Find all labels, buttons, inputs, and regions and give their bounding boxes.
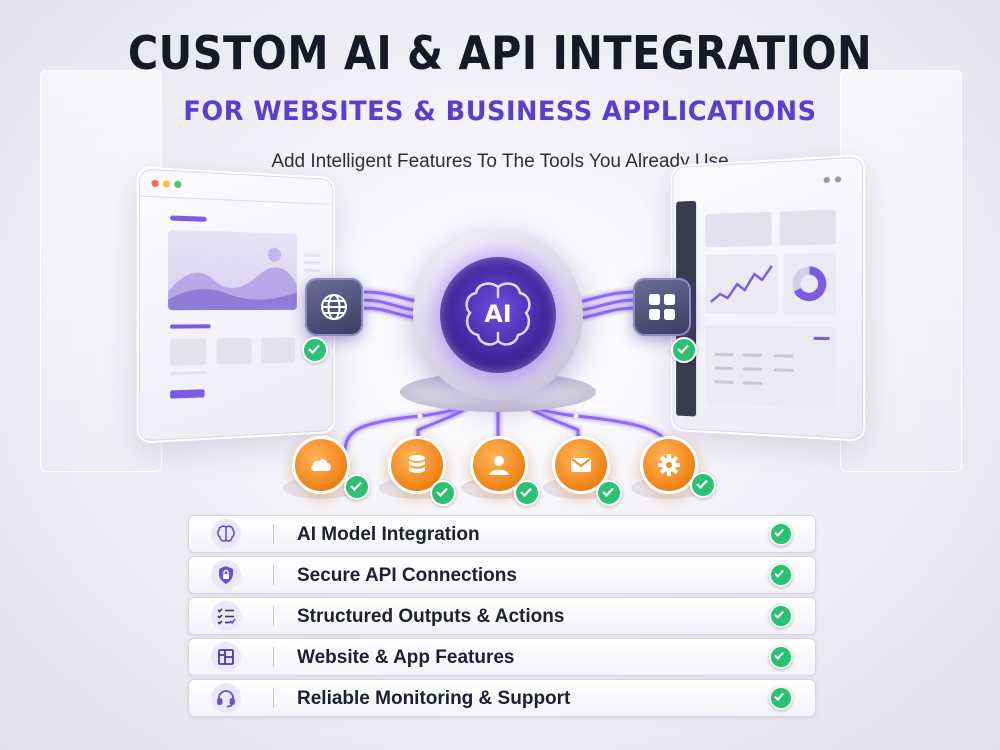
mail-icon: [571, 458, 591, 472]
feature-label: Reliable Monitoring & Support: [297, 688, 571, 709]
feature-label: Secure API Connections: [297, 565, 517, 586]
row-divider: [273, 688, 274, 708]
cloud-icon: [311, 459, 331, 471]
row-divider: [273, 524, 274, 544]
app-connector: [633, 278, 691, 336]
feature-row: Secure API Connections: [188, 556, 816, 594]
user-node-check-icon: [514, 480, 540, 506]
feature-label: AI Model Integration: [297, 524, 480, 545]
page-title: CUSTOM AI & API INTEGRATION: [127, 26, 873, 80]
feature-check-icon: [769, 686, 793, 710]
database-icon: [409, 455, 425, 473]
headset-icon: [217, 690, 235, 708]
feature-row: Structured Outputs & Actions: [188, 597, 816, 635]
brain-icon: [465, 282, 531, 346]
ai-hub-label: AI: [484, 300, 512, 328]
gear-node-check-icon: [690, 472, 716, 498]
mail-node-check-icon: [596, 480, 622, 506]
user-icon: [489, 456, 509, 475]
row-divider: [273, 606, 274, 626]
feature-row: Website & App Features: [188, 638, 816, 676]
feature-check-icon: [769, 522, 793, 546]
feature-icon-wrap: [211, 560, 241, 590]
web-connector-check-icon: [302, 337, 328, 363]
feature-check-icon: [769, 604, 793, 628]
shield-lock-icon: [219, 566, 233, 584]
feature-label: Website & App Features: [297, 647, 515, 668]
feature-icon-wrap: [211, 642, 241, 672]
database-node-check-icon: [430, 480, 456, 506]
hero-image: [168, 229, 297, 311]
feature-row: AI Model Integration: [188, 515, 816, 553]
app-connector-check-icon: [671, 337, 697, 363]
row-divider: [273, 647, 274, 667]
feature-label: Structured Outputs & Actions: [297, 606, 565, 627]
row-divider: [273, 565, 274, 585]
feature-icon-wrap: [211, 601, 241, 631]
cloud-node: [292, 436, 350, 494]
feature-check-icon: [769, 563, 793, 587]
layout-icon: [218, 649, 234, 665]
gear-icon: [658, 454, 680, 476]
web-connector: [305, 278, 363, 336]
feature-icon-wrap: [211, 519, 241, 549]
feature-check-icon: [769, 645, 793, 669]
feature-row: Reliable Monitoring & Support: [188, 679, 816, 717]
gear-node: [640, 436, 698, 494]
brain-icon: [217, 525, 235, 542]
ai-hub-core: [440, 257, 556, 373]
website-window: [136, 166, 336, 444]
globe-icon: [321, 294, 347, 320]
cloud-node-check-icon: [344, 474, 370, 500]
grid-icon: [649, 294, 675, 320]
page-subtitle: FOR WEBSITES & BUSINESS APPLICATIONS: [183, 96, 817, 127]
page-tagline: Add Intelligent Features To The Tools Yo…: [271, 151, 729, 172]
checklist-icon: [217, 608, 236, 625]
feature-icon-wrap: [211, 683, 241, 713]
